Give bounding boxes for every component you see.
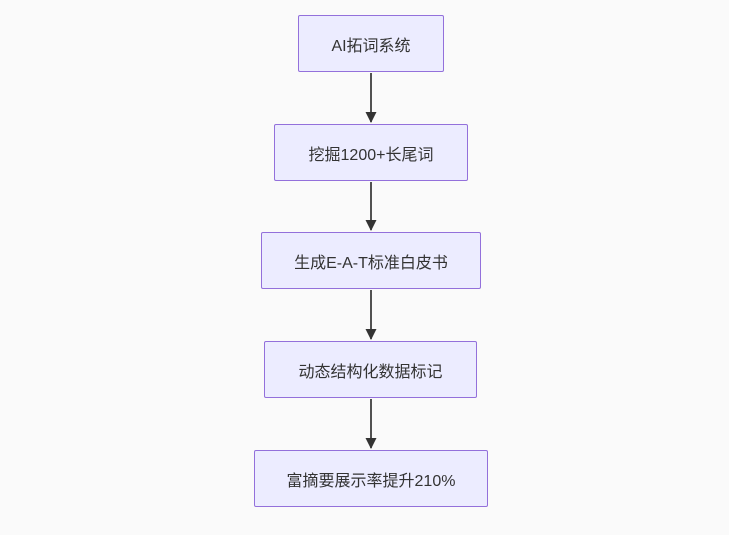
flow-node-label: 挖掘1200+长尾词 xyxy=(308,146,434,164)
flow-node-eat-whitepaper: 生成E-A-T标准白皮书 xyxy=(261,232,481,289)
flow-node-label: AI拓词系统 xyxy=(331,37,411,55)
flow-node-label: 生成E-A-T标准白皮书 xyxy=(294,254,448,272)
flow-node-rich-snippet-result: 富摘要展示率提升210% xyxy=(254,450,488,507)
flow-node-label: 富摘要展示率提升210% xyxy=(286,472,456,490)
flow-node-structured-data: 动态结构化数据标记 xyxy=(264,341,477,398)
flow-node-label: 动态结构化数据标记 xyxy=(298,363,443,381)
flow-node-ai-system: AI拓词系统 xyxy=(298,15,444,72)
flow-node-longtail-mining: 挖掘1200+长尾词 xyxy=(274,124,468,181)
